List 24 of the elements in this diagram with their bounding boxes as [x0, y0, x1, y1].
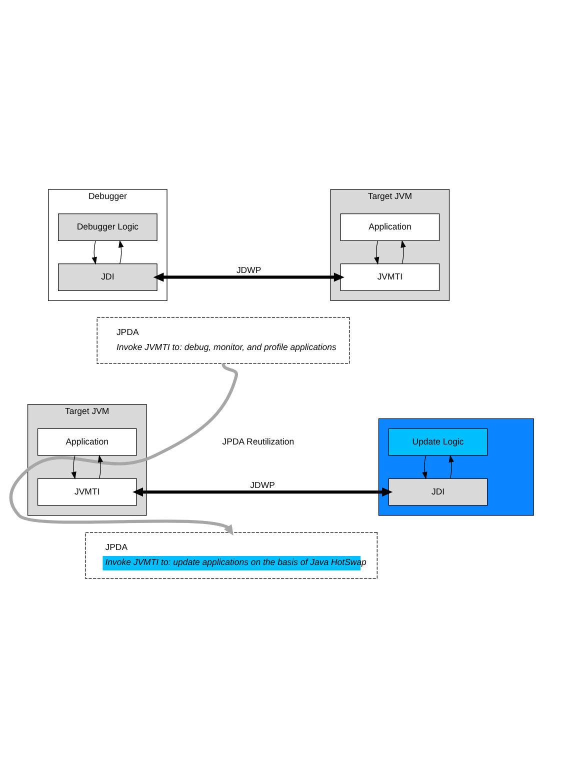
arrow — [98, 454, 104, 479]
arrow — [374, 240, 380, 265]
node-box: JVMTI — [37, 478, 137, 506]
arrow — [448, 454, 454, 479]
node-box: JDI — [388, 478, 488, 506]
arrow — [118, 240, 124, 264]
node-box: Application — [37, 428, 137, 456]
arrow — [9, 362, 238, 536]
node-box: Application — [340, 214, 440, 241]
node-box: Update Logic — [388, 428, 488, 456]
arrow — [132, 487, 393, 497]
cluster — [378, 418, 534, 516]
arrow — [153, 272, 344, 282]
node-box: JPDA Invoke JVMTI to: debug, monitor, and profile applications — [96, 317, 350, 364]
edge-label: JPDA Reutilization — [222, 436, 294, 446]
edge-label: JDWP — [250, 480, 275, 490]
arrow — [71, 455, 76, 480]
node-box: JDI — [58, 263, 158, 291]
arrow — [92, 240, 97, 265]
node-box: Debugger Logic — [58, 214, 158, 241]
node-box: JVMTI — [340, 263, 440, 291]
edge-label: JDWP — [236, 264, 262, 275]
arrow — [400, 240, 406, 264]
arrow — [422, 455, 428, 480]
